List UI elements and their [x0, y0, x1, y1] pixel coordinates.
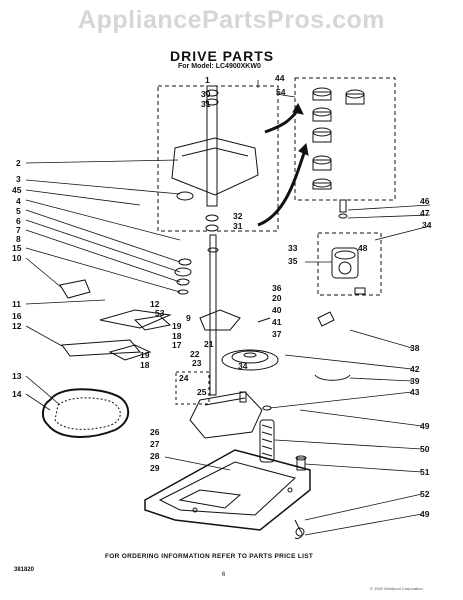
callout-53: 53 [155, 308, 165, 318]
callout-28: 28 [150, 451, 160, 461]
callout-18-b: 18 [140, 360, 150, 370]
callout-34-b: 34 [238, 361, 248, 371]
callout-12-b: 12 [12, 321, 22, 331]
callout-11: 11 [12, 299, 21, 309]
callout-7: 7 [16, 225, 21, 235]
copyright: © 1992 Whirlpool Corporation [370, 586, 423, 591]
callout-34: 34 [422, 220, 432, 230]
base-frame [144, 449, 311, 539]
kit-inset-box [294, 77, 396, 201]
callout-49: 49 [420, 421, 430, 431]
callout-4: 4 [16, 196, 21, 206]
callout-8: 8 [16, 234, 21, 244]
gearcase-lower [189, 391, 307, 471]
callout-27: 27 [150, 439, 160, 449]
callout-3: 3 [16, 174, 21, 184]
callout-41: 41 [272, 317, 282, 327]
callout-2: 2 [16, 158, 21, 168]
callout-12: 12 [150, 299, 160, 309]
center-shaft [207, 234, 219, 396]
callout-38: 38 [410, 343, 420, 353]
callout-24: 24 [179, 373, 189, 383]
callout-36: 36 [272, 283, 282, 293]
callout-46: 46 [420, 196, 430, 206]
part-code: 381820 [14, 567, 35, 573]
callout-30: 30 [201, 89, 211, 99]
watermark: AppliancePartsPros.com [78, 6, 385, 34]
upper-assembly-box [157, 85, 279, 232]
callout-26: 26 [150, 427, 160, 437]
callout-14: 14 [12, 389, 22, 399]
callout-25: 25 [197, 387, 207, 397]
callout-39: 39 [410, 376, 420, 386]
callout-20: 20 [272, 293, 282, 303]
diagram-title: DRIVE PARTS [170, 48, 275, 64]
callout-1: 1 [205, 75, 210, 85]
callout-37: 37 [272, 329, 282, 339]
callout-17: 17 [172, 340, 182, 350]
callout-29: 29 [150, 463, 160, 473]
callout-51: 51 [420, 467, 430, 477]
callout-31-b: 31 [233, 221, 243, 231]
callout-21: 21 [204, 339, 214, 349]
callout-50: 50 [420, 444, 430, 454]
callout-5: 5 [16, 206, 21, 216]
callout-19: 19 [172, 321, 182, 331]
callout-31: 31 [201, 99, 211, 109]
pump-assembly [331, 199, 366, 295]
callout-45: 45 [12, 185, 22, 195]
model-line: For Model: LC4900XKW0 [178, 63, 261, 70]
callout-35: 35 [288, 256, 298, 266]
callout-10: 10 [12, 253, 22, 263]
callout-23: 23 [192, 358, 202, 368]
kit-arrow [264, 109, 300, 134]
callout-40: 40 [272, 305, 282, 315]
leader-lines [25, 80, 431, 536]
callout-44: 44 [275, 73, 285, 83]
callout-6: 6 [16, 216, 21, 226]
clutch-parts [199, 309, 351, 381]
page-number: 6 [222, 572, 226, 578]
callout-33: 33 [288, 243, 298, 253]
callout-47: 47 [420, 208, 430, 218]
callout-49-b: 49 [420, 509, 430, 519]
callout-9: 9 [186, 313, 191, 323]
callout-54: 54 [276, 87, 286, 97]
callout-52: 52 [420, 489, 430, 499]
callout-15: 15 [12, 243, 22, 253]
ordering-note: FOR ORDERING INFORMATION REFER TO PARTS … [105, 553, 314, 560]
callout-16: 16 [12, 311, 22, 321]
left-parts [42, 191, 194, 438]
callout-42: 42 [410, 364, 420, 374]
callout-48: 48 [358, 243, 368, 253]
transmission-top [171, 85, 259, 232]
callout-22: 22 [190, 349, 200, 359]
pulley-box [175, 371, 210, 405]
callout-19-b: 19 [140, 350, 150, 360]
kit-arrow-2 [257, 149, 307, 227]
pump-box [317, 232, 382, 296]
callout-13: 13 [12, 371, 22, 381]
callout-18: 18 [172, 331, 182, 341]
callout-43: 43 [410, 387, 420, 397]
seal-kit-parts [312, 87, 365, 190]
callout-32: 32 [233, 211, 243, 221]
